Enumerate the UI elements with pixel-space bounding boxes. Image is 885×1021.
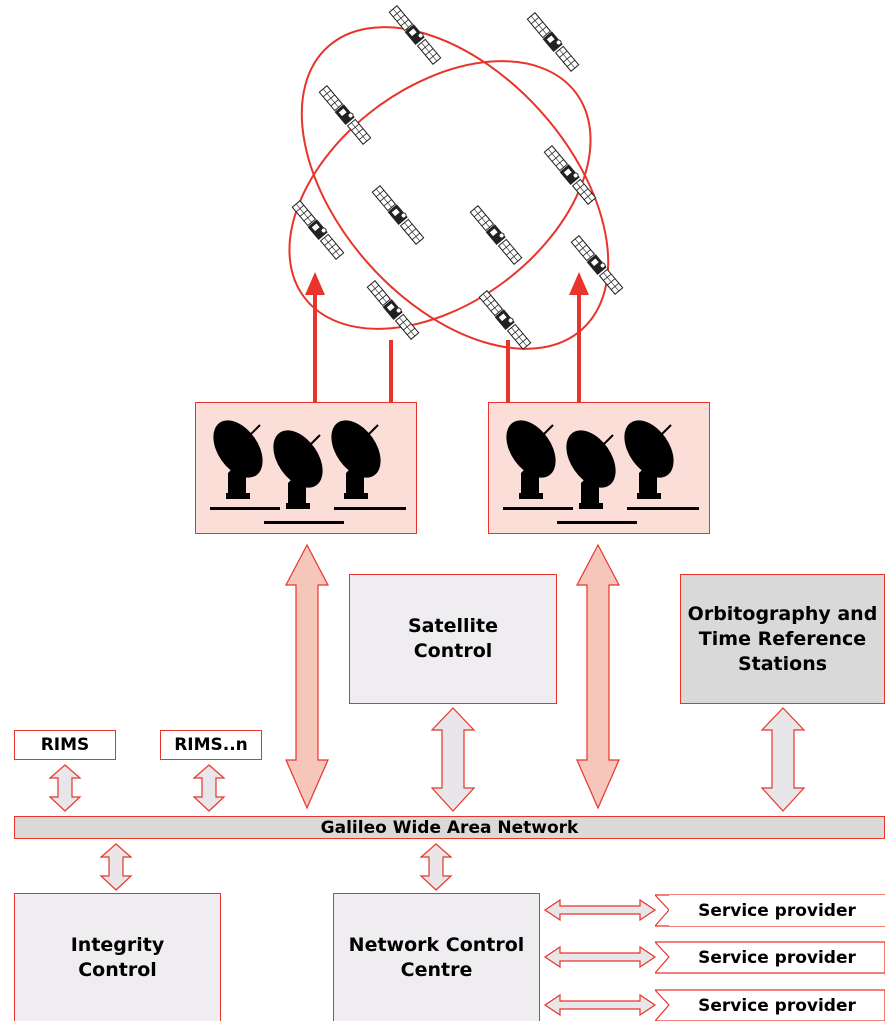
rims-n-box: RIMS..n <box>160 730 262 760</box>
arrow-ncc-to-sp-3 <box>543 993 657 1017</box>
service-provider-label: Service provider <box>698 995 856 1016</box>
arrow-network-to-integrity <box>99 843 133 891</box>
arrow-ncc-to-sp-2 <box>543 945 657 969</box>
satellite-icon <box>469 204 524 266</box>
ground-station-right <box>488 402 710 534</box>
network-control-centre-box: Network Control Centre <box>333 893 540 1021</box>
satellite-control-box: Satellite Control <box>349 574 557 704</box>
network-label: Galileo Wide Area Network <box>320 817 579 838</box>
rims-label: RIMS <box>40 734 90 755</box>
arrow-station-right-to-network <box>576 543 620 810</box>
satellite-icon <box>371 184 426 246</box>
arrow-satellite-control-to-network <box>430 707 476 812</box>
uplink-arrow-right <box>569 272 589 417</box>
satellite-control-label: Satellite Control <box>408 615 498 662</box>
service-provider-label: Service provider <box>698 900 856 921</box>
satellite-icon <box>478 289 533 351</box>
uplink-arrow-left <box>305 272 325 417</box>
arrow-network-to-ncc <box>419 843 453 891</box>
satellite-dish-icon <box>495 410 699 524</box>
service-provider-label: Service provider <box>698 947 856 968</box>
arrow-ncc-to-sp-1 <box>543 898 657 922</box>
arrow-orbitography-to-network <box>760 707 806 812</box>
integrity-control-box: Integrity Control <box>14 893 221 1021</box>
arrow-station-left-to-network <box>285 543 329 810</box>
rims-box: RIMS <box>14 730 116 760</box>
orbitography-label: Orbitography and Time Reference Stations <box>687 602 878 675</box>
satellite-icon <box>388 4 443 66</box>
satellite-dish-icon <box>202 410 406 524</box>
arrow-rimsn-to-network <box>192 764 226 812</box>
service-provider-3: Service provider <box>669 990 885 1021</box>
orbit-ellipse-2 <box>300 26 610 350</box>
satellite-icon <box>526 11 581 73</box>
network-control-centre-label: Network Control Centre <box>348 933 525 981</box>
arrow-rims-to-network <box>48 764 82 812</box>
service-provider-1: Service provider <box>669 895 885 926</box>
rims-n-label: RIMS..n <box>174 734 248 755</box>
satellite-icon <box>291 199 346 261</box>
ground-station-left <box>195 402 417 534</box>
orbitography-box: Orbitography and Time Reference Stations <box>680 574 885 704</box>
service-provider-2: Service provider <box>669 942 885 973</box>
integrity-control-label: Integrity Control <box>70 933 165 981</box>
galileo-wide-area-network: Galileo Wide Area Network <box>14 816 885 839</box>
orbit-ellipse-1 <box>288 60 592 330</box>
